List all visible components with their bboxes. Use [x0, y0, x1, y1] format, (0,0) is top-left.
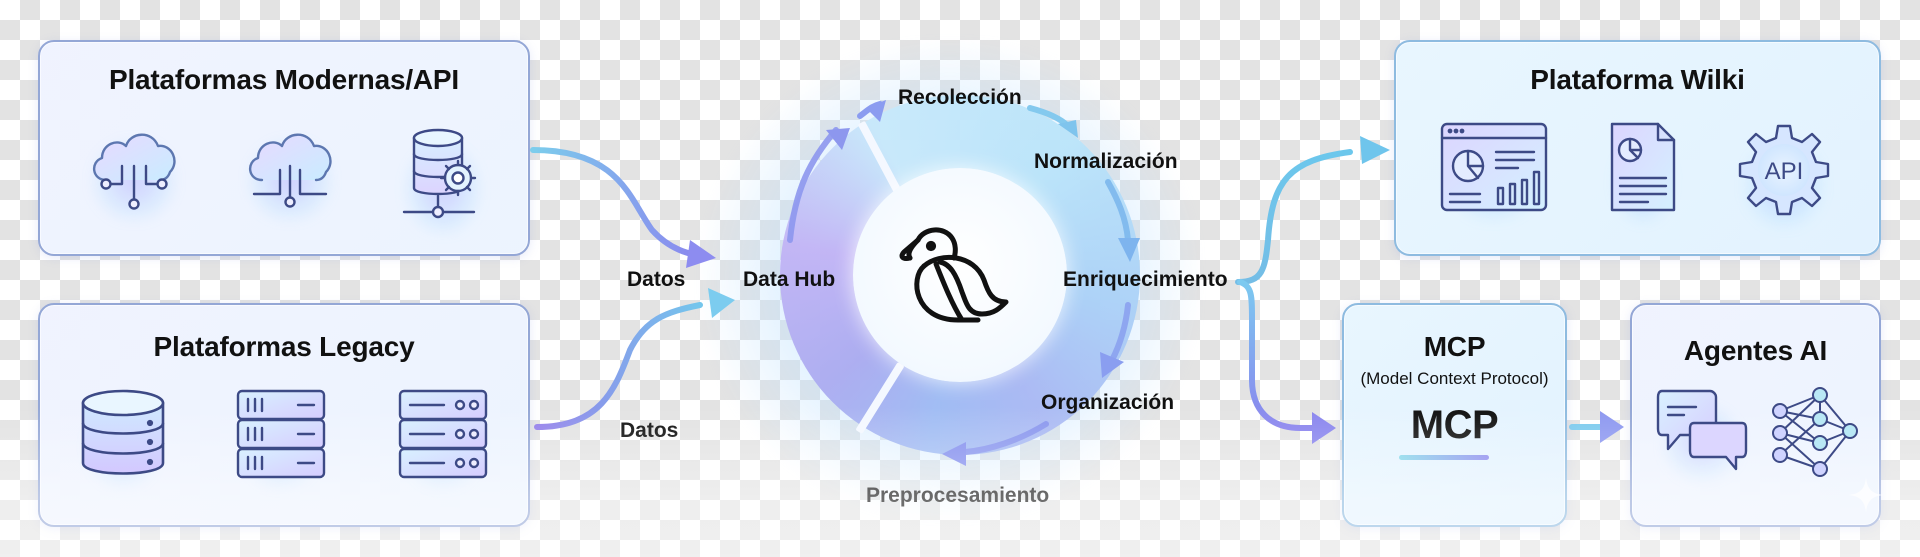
- modern-platforms-card: Plataformas Modernas/API: [38, 40, 530, 256]
- stage-recoleccion: Recolección: [898, 86, 1022, 109]
- legacy-platforms-card: Plataformas Legacy: [38, 303, 530, 527]
- legacy-platforms-title: Plataformas Legacy: [153, 331, 415, 362]
- cloud-connection-icon: [240, 122, 340, 212]
- stage-enriquecimiento: Enriquecimiento: [1063, 268, 1228, 291]
- ai-agents-title: Agentes AI: [1683, 335, 1828, 366]
- database-icon: [80, 387, 166, 479]
- server-storage-icon: [398, 389, 488, 479]
- stage-preprocesamiento: Preprocesamiento: [866, 484, 1050, 507]
- datos-label-top: Datos: [627, 268, 686, 291]
- mcp-logo-text: MCP: [1410, 403, 1499, 447]
- hub-center: [853, 168, 1067, 382]
- database-settings-icon: [398, 124, 488, 224]
- modern-platforms-title: Plataformas Modernas/API: [109, 64, 459, 95]
- wiki-platform-title: Plataforma Wilki: [1530, 64, 1745, 95]
- wiki-platform-card: Plataforma Wilki API: [1394, 40, 1881, 256]
- arrow-legacy-to-hub: [534, 302, 703, 430]
- server-rack-icon: [236, 389, 326, 479]
- datos-label-bottom: Datos: [620, 419, 679, 442]
- bird-logo-icon: [896, 222, 1020, 332]
- mcp-subtitle: (Model Context Protocol): [1360, 369, 1549, 388]
- neural-network-icon: [1770, 387, 1860, 477]
- data-hub-label: Data Hub: [743, 268, 836, 291]
- api-gear-icon: API: [1736, 122, 1832, 218]
- arrow-to-wiki: [1235, 149, 1353, 285]
- arrow-modern-to-hub: [530, 147, 703, 259]
- stage-organizacion: Organización: [1041, 391, 1175, 414]
- mcp-title: MCP: [1423, 331, 1486, 362]
- report-document-icon: [1608, 122, 1678, 214]
- dashboard-icon: [1440, 122, 1548, 212]
- mcp-card: MCP (Model Context Protocol) MCP: [1342, 303, 1567, 527]
- stage-normalizacion: Normalización: [1034, 150, 1178, 173]
- cloud-network-icon: [84, 122, 184, 212]
- ai-agents-card: Agentes AI: [1630, 303, 1881, 527]
- mcp-logo-underline: [1399, 455, 1489, 460]
- api-badge-text: API: [1765, 158, 1804, 185]
- arrow-to-mcp: [1237, 279, 1318, 431]
- sparkle-watermark-icon: [1848, 477, 1884, 513]
- chat-bubbles-icon: [1656, 389, 1748, 473]
- mcp-logo: MCP: [1344, 403, 1565, 448]
